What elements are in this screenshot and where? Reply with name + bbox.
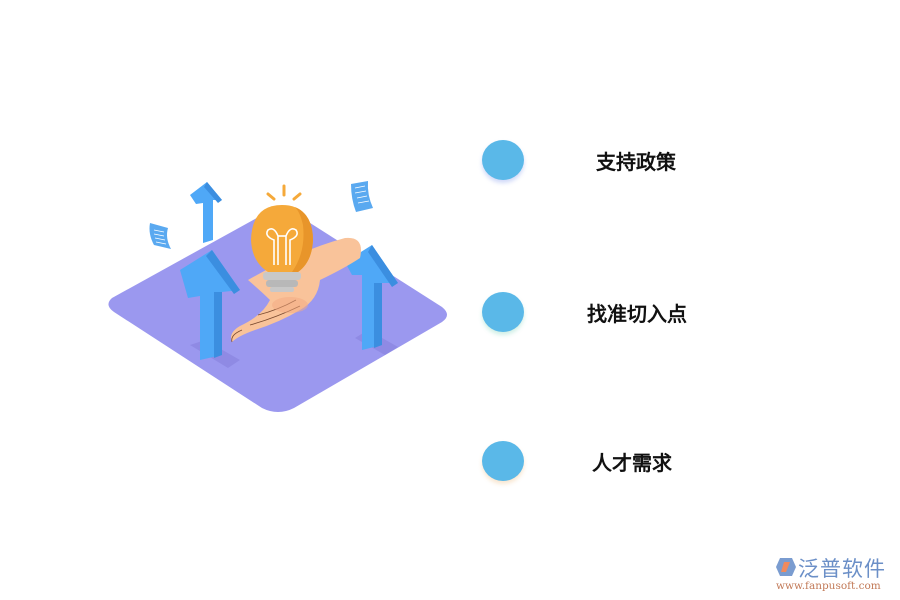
brand-logo: 泛普软件 www.fanpusoft.com [770, 553, 895, 593]
list-item-policy: 支持政策 [482, 140, 782, 180]
arrow-up-icon [345, 245, 398, 350]
logo-url: www.fanpusoft.com [776, 580, 881, 592]
bullet-dot [482, 441, 524, 481]
list-item-talent: 人才需求 [482, 441, 782, 481]
logo-icon [776, 558, 796, 576]
item-label: 人才需求 [592, 451, 672, 475]
light-bulb-icon [251, 184, 313, 292]
arrow-up-icon [190, 182, 222, 243]
item-label: 支持政策 [596, 150, 676, 174]
document-icon [149, 223, 171, 249]
bullet-dot [482, 292, 524, 332]
hand-icon [231, 237, 361, 343]
bullet-dot [482, 140, 524, 180]
logo-name: 泛普软件 [798, 557, 886, 581]
document-icon [351, 181, 373, 212]
arrow-up-icon [180, 250, 240, 360]
item-label: 找准切入点 [587, 302, 687, 326]
list-item-entry-point: 找准切入点 [482, 292, 782, 332]
